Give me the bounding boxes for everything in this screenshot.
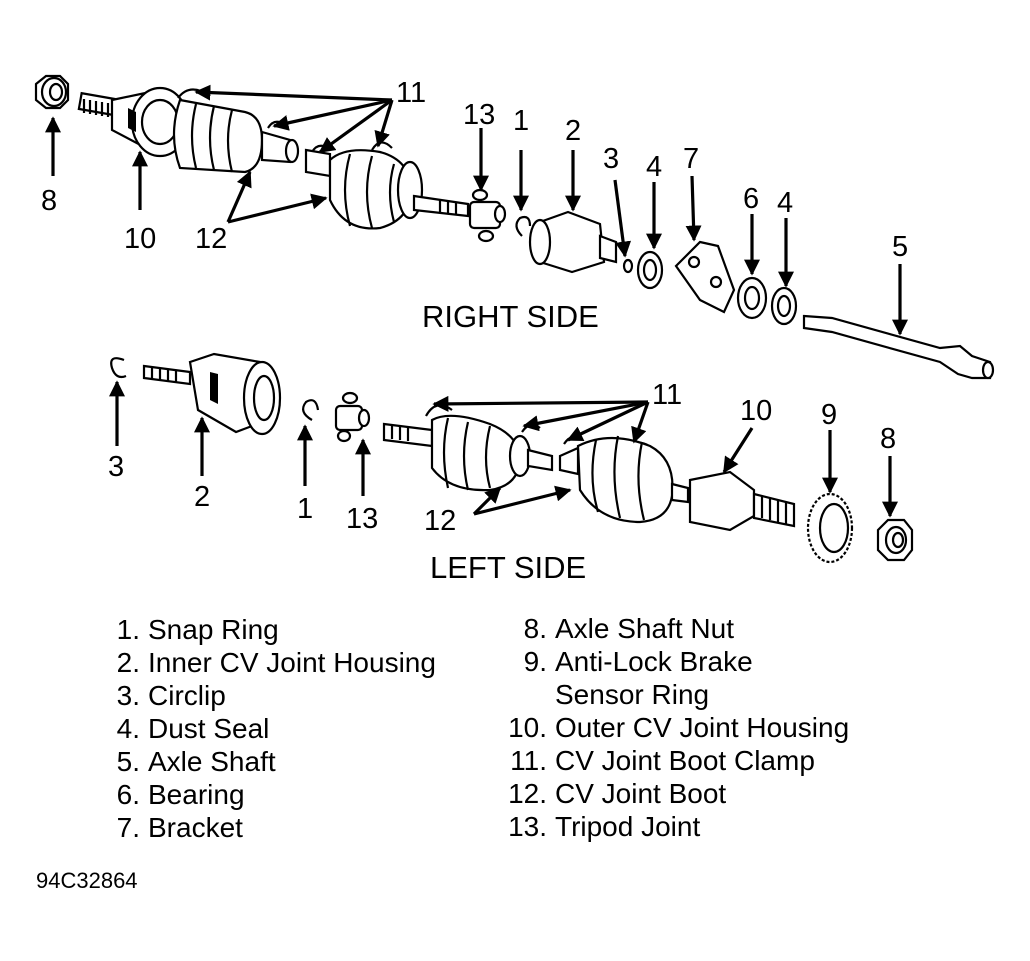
legend-item-text: Axle Shaft	[148, 746, 276, 777]
callout-arrows	[45, 84, 908, 518]
cv-boot-outer-right	[172, 98, 300, 174]
tripod-joint-right	[468, 188, 507, 243]
callout-4-right-b: 4	[777, 187, 793, 219]
left-side-label: LEFT SIDE	[430, 550, 586, 585]
legend-item-text: CV Joint Boot Clamp	[555, 745, 815, 776]
left-side-assembly	[110, 352, 914, 564]
axle-shaft-nut-right	[34, 74, 70, 110]
inner-cv-housing-left	[142, 352, 282, 436]
legend-item: 3. Circlip	[95, 679, 436, 712]
callout-13-left: 13	[346, 503, 378, 535]
circlip-right	[622, 258, 634, 274]
legend-item-text: Bracket	[148, 812, 243, 843]
callout-7-right: 7	[683, 143, 699, 175]
legend-item-number	[492, 678, 547, 711]
legend-item-text: Tripod Joint	[555, 811, 701, 842]
legend-item-number: 12.	[508, 778, 547, 809]
legend-item-text: Sensor Ring	[555, 679, 710, 710]
snap-ring-left	[302, 399, 320, 421]
legend-item-text: Circlip	[148, 680, 226, 711]
callout-2-left: 2	[194, 481, 210, 513]
callout-labels-right: 8 10 12 11 13 1 2 3 4 7 6 4 5	[41, 77, 908, 263]
legend-item-text: CV Joint Boot	[555, 778, 727, 809]
legend-item-number: 4.	[116, 713, 140, 744]
snap-ring-right	[515, 215, 532, 237]
legend-left-column: 1. Snap Ring 2. Inner CV Joint Housing 3. C…	[95, 613, 436, 844]
legend-item-text: Inner CV Joint Housing	[148, 647, 436, 678]
legend-item: 2. Inner CV Joint Housing	[95, 646, 436, 679]
legend-item: 5. Axle Shaft	[95, 745, 436, 778]
legend-item-number: 7.	[116, 812, 140, 843]
legend-item-number: 8.	[523, 613, 547, 644]
circlip-left	[110, 357, 127, 379]
legend-right-column: 8. Axle Shaft Nut 9. Anti-Lock Brake Senso…	[492, 612, 849, 843]
bearing-right	[736, 276, 768, 320]
legend-item: 7. Bracket	[95, 811, 436, 844]
callout-8-right: 8	[41, 185, 57, 217]
legend-item-number: 10.	[508, 712, 547, 743]
right-side-label: RIGHT SIDE	[422, 299, 599, 334]
callout-11-right: 11	[396, 77, 426, 109]
legend-item: 1. Snap Ring	[95, 613, 436, 646]
callout-2-right: 2	[565, 115, 581, 147]
legend-item-text: Outer CV Joint Housing	[555, 712, 850, 743]
legend-item: 4. Dust Seal	[95, 712, 436, 745]
outer-cv-housing-left	[558, 435, 796, 532]
legend-item-number: 9.	[523, 646, 547, 677]
dust-seal-right-2	[770, 286, 798, 326]
legend-item-number: 13.	[508, 811, 547, 842]
legend-item: 12. CV Joint Boot	[492, 777, 849, 810]
legend-item: 6. Bearing	[95, 778, 436, 811]
callout-6-right: 6	[743, 183, 759, 215]
callout-13-right: 13	[463, 99, 495, 131]
legend-item: 11. CV Joint Boot Clamp	[492, 744, 849, 777]
callout-9-left: 9	[821, 399, 837, 431]
callout-8-left: 8	[880, 423, 896, 455]
axle-shaft-nut-left	[876, 518, 914, 562]
right-side-assembly	[34, 74, 995, 380]
callout-4-right-a: 4	[646, 151, 662, 183]
tripod-joint-left	[334, 391, 371, 443]
cv-boot-inner-right	[304, 148, 470, 230]
callout-1-right: 1	[513, 105, 529, 137]
callout-3-left: 3	[108, 451, 124, 483]
callout-12-right: 12	[195, 223, 227, 255]
outer-cv-housing-right	[77, 86, 190, 158]
callout-labels-left: 3 2 1 13 12 11 10 9 8	[108, 379, 896, 537]
legend-item-number: 5.	[116, 746, 140, 777]
cv-boot-inner-left	[382, 414, 554, 492]
axle-shaft-right	[802, 314, 995, 380]
figure-id: 94C32864	[36, 868, 138, 893]
legend-item: 9. Anti-Lock Brake	[492, 645, 849, 678]
legend-item-number: 6.	[116, 779, 140, 810]
dust-seal-right-1	[636, 250, 664, 290]
abs-sensor-ring-left	[806, 492, 854, 564]
callout-10-left: 10	[740, 395, 772, 427]
legend-item: 8. Axle Shaft Nut	[492, 612, 849, 645]
legend-item-text: Bearing	[148, 779, 245, 810]
legend-item-number: 11.	[510, 745, 547, 776]
legend-item-number: 2.	[116, 647, 140, 678]
legend-item-text: Axle Shaft Nut	[555, 613, 734, 644]
callout-11-left: 11	[652, 379, 682, 411]
callout-3-right: 3	[603, 143, 619, 175]
legend-item-text: Anti-Lock Brake	[555, 646, 753, 677]
legend-item-number: 3.	[116, 680, 140, 711]
legend-item: Sensor Ring	[492, 678, 849, 711]
callout-5-right: 5	[892, 231, 908, 263]
legend-item: 10. Outer CV Joint Housing	[492, 711, 849, 744]
legend-item: 13. Tripod Joint	[492, 810, 849, 843]
callout-10-right: 10	[124, 223, 156, 255]
legend-item-text: Snap Ring	[148, 614, 279, 645]
legend-item-text: Dust Seal	[148, 713, 270, 744]
callout-1-left: 1	[297, 493, 313, 525]
legend-item-number: 1.	[116, 614, 140, 645]
callout-12-left: 12	[424, 505, 456, 537]
bracket-right	[674, 240, 736, 314]
inner-cv-housing-right	[528, 210, 618, 274]
